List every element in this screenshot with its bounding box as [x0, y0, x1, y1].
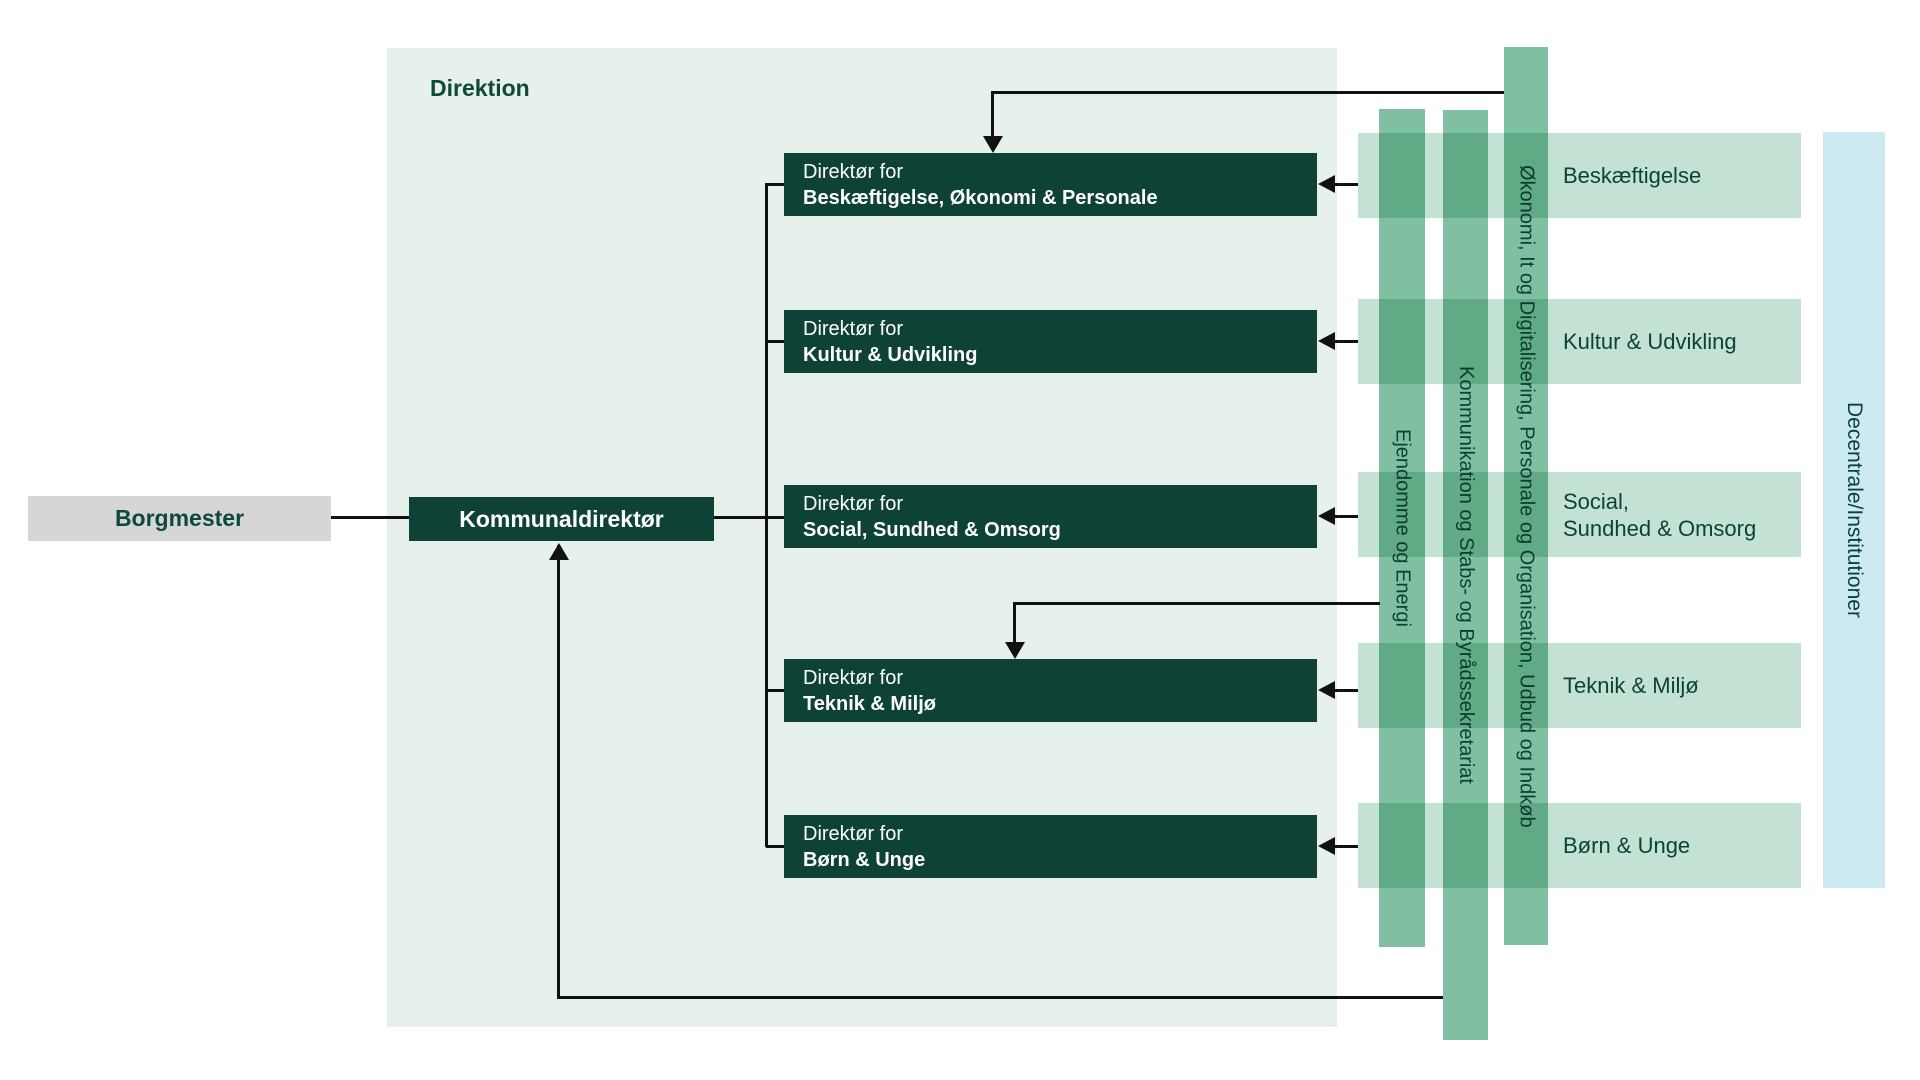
department-box-beskaeftigelse: Beskæftigelse: [1358, 133, 1801, 218]
ceo-box: Kommunaldirektør: [409, 497, 714, 541]
department-box-kultur: Kultur & Udvikling: [1358, 299, 1801, 384]
director-name: Kultur & Udvikling: [803, 344, 978, 366]
director-prefix: Direktør for: [803, 493, 903, 515]
department-label: Social, Sundhed & Omsorg: [1563, 488, 1757, 541]
department-label: Beskæftigelse: [1563, 163, 1702, 188]
director-box-kultur: Direktør for Kultur & Udvikling: [784, 310, 1317, 373]
arrow-left-icon: [1318, 681, 1335, 699]
decentral-label: Decentrale/Institutioner: [1843, 402, 1866, 618]
department-box-boern: Børn & Unge: [1358, 803, 1801, 888]
staff-bar-label: Økonomi, It og Digitalisering, Personale…: [1515, 164, 1538, 828]
arrow-down-icon: [983, 136, 1003, 153]
arrow-left-icon: [1318, 332, 1335, 350]
ceo-label: Kommunaldirektør: [459, 505, 664, 532]
director-prefix: Direktør for: [803, 161, 903, 183]
director-box-boern: Direktør for Børn & Unge: [784, 815, 1317, 878]
staff-bar-label: Kommunikation og Stabs- og Byrådssekreta…: [1455, 366, 1477, 784]
connector-ejendomme-to-director4: [1013, 602, 1380, 605]
department-box-social: Social, Sundhed & Omsorg: [1358, 472, 1801, 557]
director-name: Beskæftigelse, Økonomi & Personale: [803, 187, 1158, 209]
staff-bar-ejendomme: Ejendomme og Energi: [1379, 109, 1425, 947]
director-box-social: Direktør for Social, Sundhed & Omsorg: [784, 485, 1317, 548]
connector-stub: [766, 183, 784, 186]
arrow-left-icon: [1318, 507, 1335, 525]
arrow-left-icon: [1318, 837, 1335, 855]
connector-ceo-tree: [714, 516, 784, 519]
connector-feedback-vertical: [557, 545, 560, 997]
mayor-label: Borgmester: [114, 505, 245, 531]
connector-stub: [766, 689, 784, 692]
director-prefix: Direktør for: [803, 318, 903, 340]
department-box-teknik: Teknik & Miljø: [1358, 643, 1801, 728]
decentral-bar: Decentrale/Institutioner: [1823, 132, 1885, 888]
director-box-teknik: Direktør for Teknik & Miljø: [784, 659, 1317, 722]
connector-mayor-ceo: [331, 516, 409, 519]
staff-bar-label: Ejendomme og Energi: [1391, 429, 1414, 627]
connector-tree-vertical: [765, 183, 768, 847]
director-name: Børn & Unge: [803, 849, 926, 871]
staff-bar-kommunikation: Kommunikation og Stabs- og Byrådssekreta…: [1443, 110, 1488, 1040]
director-prefix: Direktør for: [803, 667, 903, 689]
arrow-down-icon: [1005, 642, 1025, 659]
connector-stub: [766, 845, 784, 848]
connector-feedback-horizontal: [557, 996, 1443, 999]
staff-bar-oekonomi: Økonomi, It og Digitalisering, Personale…: [1504, 47, 1548, 945]
director-name: Teknik & Miljø: [803, 693, 936, 715]
connector-stub: [766, 340, 784, 343]
director-prefix: Direktør for: [803, 823, 903, 845]
department-label: Børn & Unge: [1563, 833, 1691, 858]
direktion-panel-title: Direktion: [430, 75, 530, 101]
connector-oekonomi-to-director1-drop: [991, 91, 994, 137]
department-label: Kultur & Udvikling: [1563, 329, 1737, 354]
director-box-beskaeftigelse: Direktør for Beskæftigelse, Økonomi & Pe…: [784, 153, 1317, 216]
department-label: Teknik & Miljø: [1563, 673, 1699, 698]
arrow-up-icon: [549, 543, 569, 560]
director-name: Social, Sundhed & Omsorg: [803, 519, 1061, 541]
connector-ejendomme-to-director4-drop: [1013, 602, 1016, 642]
mayor-box: Borgmester: [28, 496, 331, 541]
arrow-left-icon: [1318, 175, 1335, 193]
connector-oekonomi-to-director1: [991, 91, 1504, 94]
